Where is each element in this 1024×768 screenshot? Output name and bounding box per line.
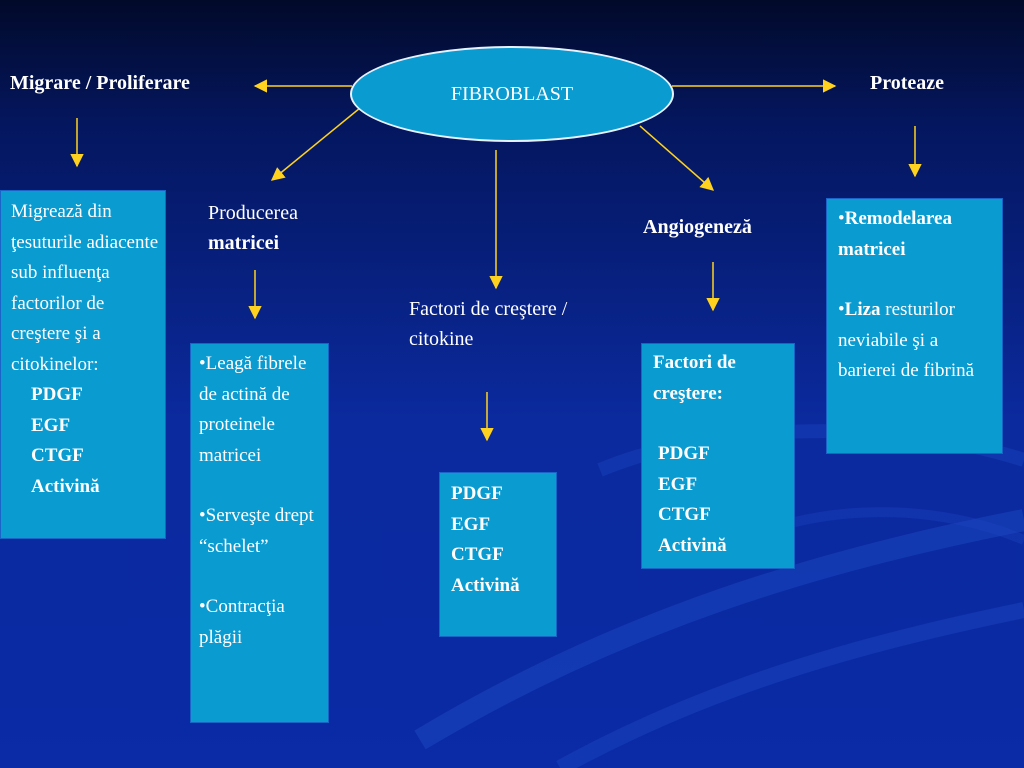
- matrix-label-line2: matricei: [208, 232, 280, 254]
- matrix-bullet-2: •Serveşte drept “schelet”: [199, 505, 314, 557]
- proteaze-bullet-2-bold: Liza: [844, 299, 881, 320]
- factors-item-egf: EGF: [451, 513, 491, 535]
- angio-heading: Factori de creştere:: [653, 352, 736, 404]
- migrare-item-activina: Activină: [31, 475, 100, 497]
- angio-item-ctgf: CTGF: [658, 504, 711, 525]
- proteaze-bullet-2-rest: resturilor neviabile şi a barierei de fi…: [838, 299, 975, 381]
- box-producerea-matricei: •Leagă fibrele de actină de proteinele m…: [190, 343, 329, 723]
- migrare-text: Migrează din ţesuturile adiacente sub in…: [11, 201, 159, 375]
- box-angiogeneza: Factori de creştere: PDGF EGF CTGF Activ…: [641, 343, 795, 569]
- box-factori-citokine: PDGF EGF CTGF Activină: [439, 472, 557, 637]
- label-producerea-matricei: Producerea matricei: [208, 198, 298, 258]
- angio-item-egf: EGF: [658, 473, 698, 495]
- arrow-to-angio: [639, 125, 715, 191]
- factors-item-pdgf: PDGF: [451, 483, 503, 504]
- migrare-item-ctgf: CTGF: [31, 445, 84, 466]
- factors-item-ctgf: CTGF: [451, 544, 504, 565]
- label-migrare-proliferare: Migrare / Proliferare: [10, 72, 190, 94]
- matrix-label-line1: Producerea: [208, 202, 298, 224]
- factors-item-activina: Activină: [451, 574, 520, 596]
- label-proteaze: Proteaze: [870, 72, 945, 94]
- angio-item-pdgf: PDGF: [658, 443, 710, 464]
- label-factori-citokine: Factori de creştere / citokine: [409, 298, 568, 350]
- matrix-bullet-1: •Leagă fibrele de actină de proteinele m…: [199, 353, 307, 466]
- matrix-bullet-3: •Contracţia plăgii: [199, 596, 285, 648]
- box-proteaze: •Remodelarea matricei •Liza resturilor n…: [826, 198, 1003, 454]
- migrare-item-egf: EGF: [31, 414, 71, 436]
- box-migrare: Migrează din ţesuturile adiacente sub in…: [0, 190, 166, 539]
- proteaze-bullet-2: •Liza resturilor neviabile şi a barierei…: [838, 299, 975, 381]
- fibroblast-node: FIBROBLAST: [350, 46, 674, 142]
- proteaze-bullet-1-bold: Remodelarea matricei: [838, 208, 952, 260]
- migrare-item-pdgf: PDGF: [31, 384, 83, 405]
- arrow-to-matrix: [270, 107, 361, 181]
- angio-item-activina: Activină: [658, 534, 727, 556]
- fibroblast-label: FIBROBLAST: [450, 82, 574, 105]
- proteaze-bullet-1: •Remodelarea matricei: [838, 208, 952, 260]
- label-angiogeneza: Angiogeneză: [643, 216, 752, 238]
